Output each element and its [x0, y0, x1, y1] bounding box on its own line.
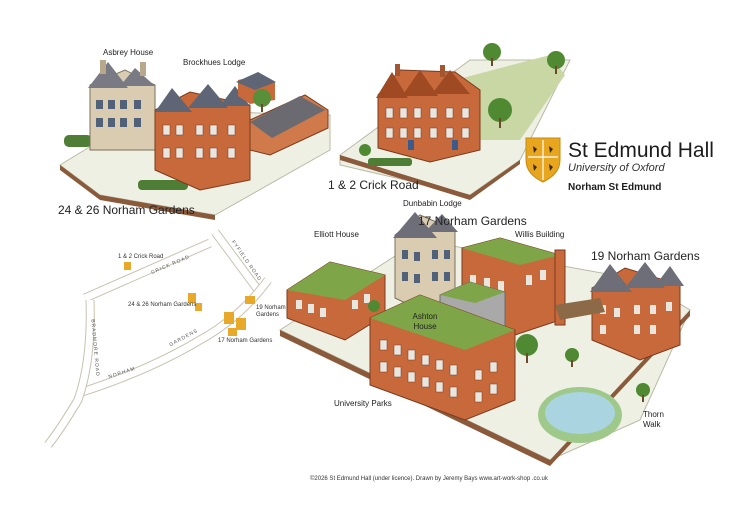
locator-building-crick — [124, 262, 131, 270]
willis-building-label: Willis Building — [515, 230, 565, 239]
locator-17-label: 17 Norham Gardens — [218, 338, 273, 344]
brockhues-lodge-label: Brockhues Lodge — [183, 58, 246, 67]
university-parks-label: University Parks — [334, 399, 392, 408]
locator-19-label: 19 Norham Gardens — [256, 305, 286, 318]
norham-17-19-illustration — [278, 212, 691, 466]
norham-19-label: 19 Norham Gardens — [591, 249, 700, 263]
college-shield-icon — [525, 137, 561, 183]
locator-crick-label: 1 & 2 Crick Road — [118, 254, 164, 260]
asbrey-house-label: Asbrey House — [103, 48, 154, 57]
locator-building-17c — [228, 328, 237, 336]
elliott-house-label: Elliott House — [314, 230, 359, 239]
locator-24-26-label: 24 & 26 Norham Gardens — [128, 302, 197, 308]
copyright-credit: ©2026 St Edmund Hall (under licence). Dr… — [310, 476, 548, 482]
dunbabin-lodge-label: Dunbabin Lodge — [403, 199, 462, 208]
crick-road-label: 1 & 2 Crick Road — [328, 178, 419, 192]
locator-building-24-26 — [188, 293, 196, 303]
locator-building-24-26b — [195, 303, 202, 311]
crick-road-illustration — [339, 43, 571, 200]
norham-24-26-illustration — [59, 60, 331, 220]
locator-buildings — [124, 262, 255, 336]
norham-24-26-label: 24 & 26 Norham Gardens — [58, 203, 195, 217]
norham-17-label: 17 Norham Gardens — [418, 214, 527, 228]
ashton-house-label: Ashton House — [412, 312, 438, 331]
college-name: St Edmund Hall — [568, 139, 714, 162]
campus-name: Norham St Edmund — [568, 182, 662, 193]
locator-building-19 — [245, 296, 255, 304]
university-name: University of Oxford — [568, 162, 665, 174]
locator-building-17b — [236, 318, 246, 330]
locator-building-17a — [224, 312, 234, 324]
thorn-walk-label: Thorn Walk — [643, 410, 664, 429]
